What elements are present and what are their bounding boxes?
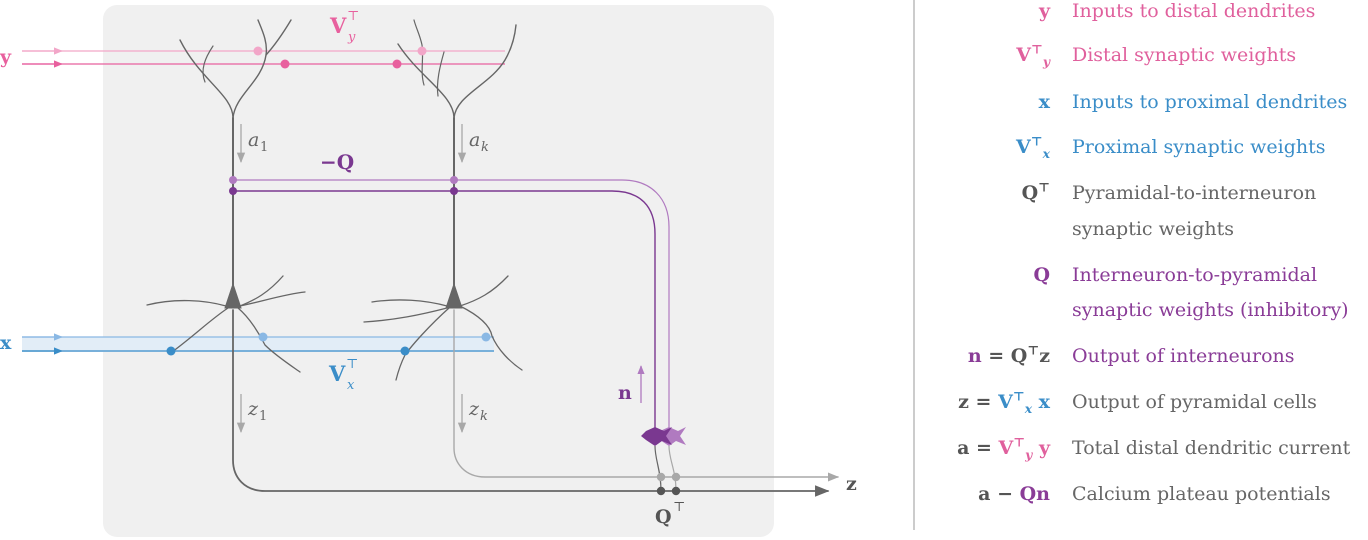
svg-text:x: x [347, 378, 355, 393]
svg-text:a: a [469, 129, 480, 151]
legend-sym-n: n = Q⊤z [967, 342, 1050, 367]
legend-desc-x: Inputs to proximal dendrites [1072, 91, 1348, 113]
proximal-synapse-1b [166, 346, 176, 356]
proximal-weights-label: V ⊤ x [328, 357, 358, 393]
svg-text:y: y [347, 30, 356, 45]
legend-sym-x: x [1038, 91, 1050, 113]
output-synapse-3 [656, 472, 666, 482]
output-synapse-2 [671, 486, 681, 496]
legend: y Inputs to distal dendrites V⊤y Distal … [928, 0, 1368, 540]
svg-text:1: 1 [260, 140, 268, 155]
legend-desc-y: Inputs to distal dendrites [1072, 0, 1316, 22]
output-synapse-4 [671, 472, 681, 482]
legend-desc-z: Output of pyramidal cells [1072, 391, 1317, 413]
a1-label: a 1 [248, 129, 268, 155]
output-synapse-1 [656, 486, 666, 496]
legend-sym-QT: Q⊤ [1021, 179, 1050, 204]
feedback-synapse-kb [450, 187, 458, 195]
proximal-synapse-ka [481, 332, 491, 342]
legend-desc-aQn: Calcium plateau potentials [1072, 483, 1331, 505]
ak-label: a k [469, 129, 489, 155]
z1-label: z 1 [247, 398, 267, 424]
svg-text:k: k [480, 409, 488, 424]
legend-sym-Vx: V⊤x [1016, 133, 1050, 161]
legend-sym-Vy: V⊤y [1016, 41, 1050, 69]
svg-text:⊤: ⊤ [673, 500, 685, 515]
pyramidal-neuron-1 [146, 19, 830, 497]
feedback-line-dark [233, 190, 656, 430]
svg-text:V: V [329, 13, 347, 38]
svg-text:z: z [468, 398, 480, 420]
svg-text:k: k [481, 140, 489, 155]
svg-text:a: a [248, 129, 259, 151]
network-panel [103, 5, 774, 537]
distal-synapse-1b [280, 59, 290, 69]
distal-weights-label: V ⊤ y [329, 9, 359, 45]
svg-text:⊤: ⊤ [346, 357, 358, 372]
legend-desc-Vy: Distal synaptic weights [1072, 44, 1297, 66]
legend-desc-n: Output of interneurons [1072, 345, 1295, 367]
distal-synapse-kb [392, 59, 402, 69]
n-label: n [618, 382, 632, 404]
legend-sym-aQn: a − Qn [978, 483, 1050, 505]
proximal-input-band [22, 337, 494, 352]
legend-desc-a: Total distal dendritic current [1072, 437, 1351, 459]
proximal-synapse-1a [258, 332, 268, 342]
legend-desc-Q-2: synaptic weights (inhibitory) [1072, 299, 1349, 321]
svg-text:z: z [247, 398, 259, 420]
svg-text:⊤: ⊤ [347, 9, 359, 24]
interneuron-dark [641, 427, 672, 446]
proximal-synapse-kb [400, 346, 410, 356]
feedback-synapse-ka [450, 176, 458, 184]
feedback-synapse-1b [229, 187, 237, 195]
distal-synapse-1a [253, 46, 263, 56]
legend-desc-QT: Pyramidal-to-interneuron [1072, 182, 1317, 204]
zk-label: z k [468, 398, 488, 424]
output-z-label: z [846, 473, 857, 495]
legend-sym-y: y [1038, 0, 1050, 22]
feedback-line-light [233, 179, 670, 430]
neg-Q-label: −Q [320, 150, 354, 174]
svg-text:1: 1 [259, 409, 267, 424]
svg-text:Q: Q [655, 506, 672, 528]
interneuron-dendrite-dark [654, 445, 662, 492]
svg-text:V: V [328, 361, 346, 386]
legend-desc-Vx: Proximal synaptic weights [1072, 136, 1326, 158]
legend-sym-a: a = V⊤y y [957, 434, 1050, 462]
interneuron-dendrite-light [668, 445, 677, 492]
Q-transpose-label: Q ⊤ [655, 500, 685, 528]
input-y-label: y [0, 46, 12, 68]
feedback-synapse-1a [229, 176, 237, 184]
legend-sym-Q: Q [1033, 264, 1050, 286]
input-x-label: x [0, 332, 12, 354]
legend-sym-z: z = V⊤x x [958, 388, 1050, 416]
circuit-diagram: y x z V ⊤ y V ⊤ x −Q Q ⊤ n a 1 a k z 1 z… [0, 0, 915, 537]
legend-desc-Q: Interneuron-to-pyramidal [1072, 264, 1318, 286]
legend-desc-QT-2: synaptic weights [1072, 218, 1234, 240]
distal-synapse-ka [417, 46, 427, 56]
